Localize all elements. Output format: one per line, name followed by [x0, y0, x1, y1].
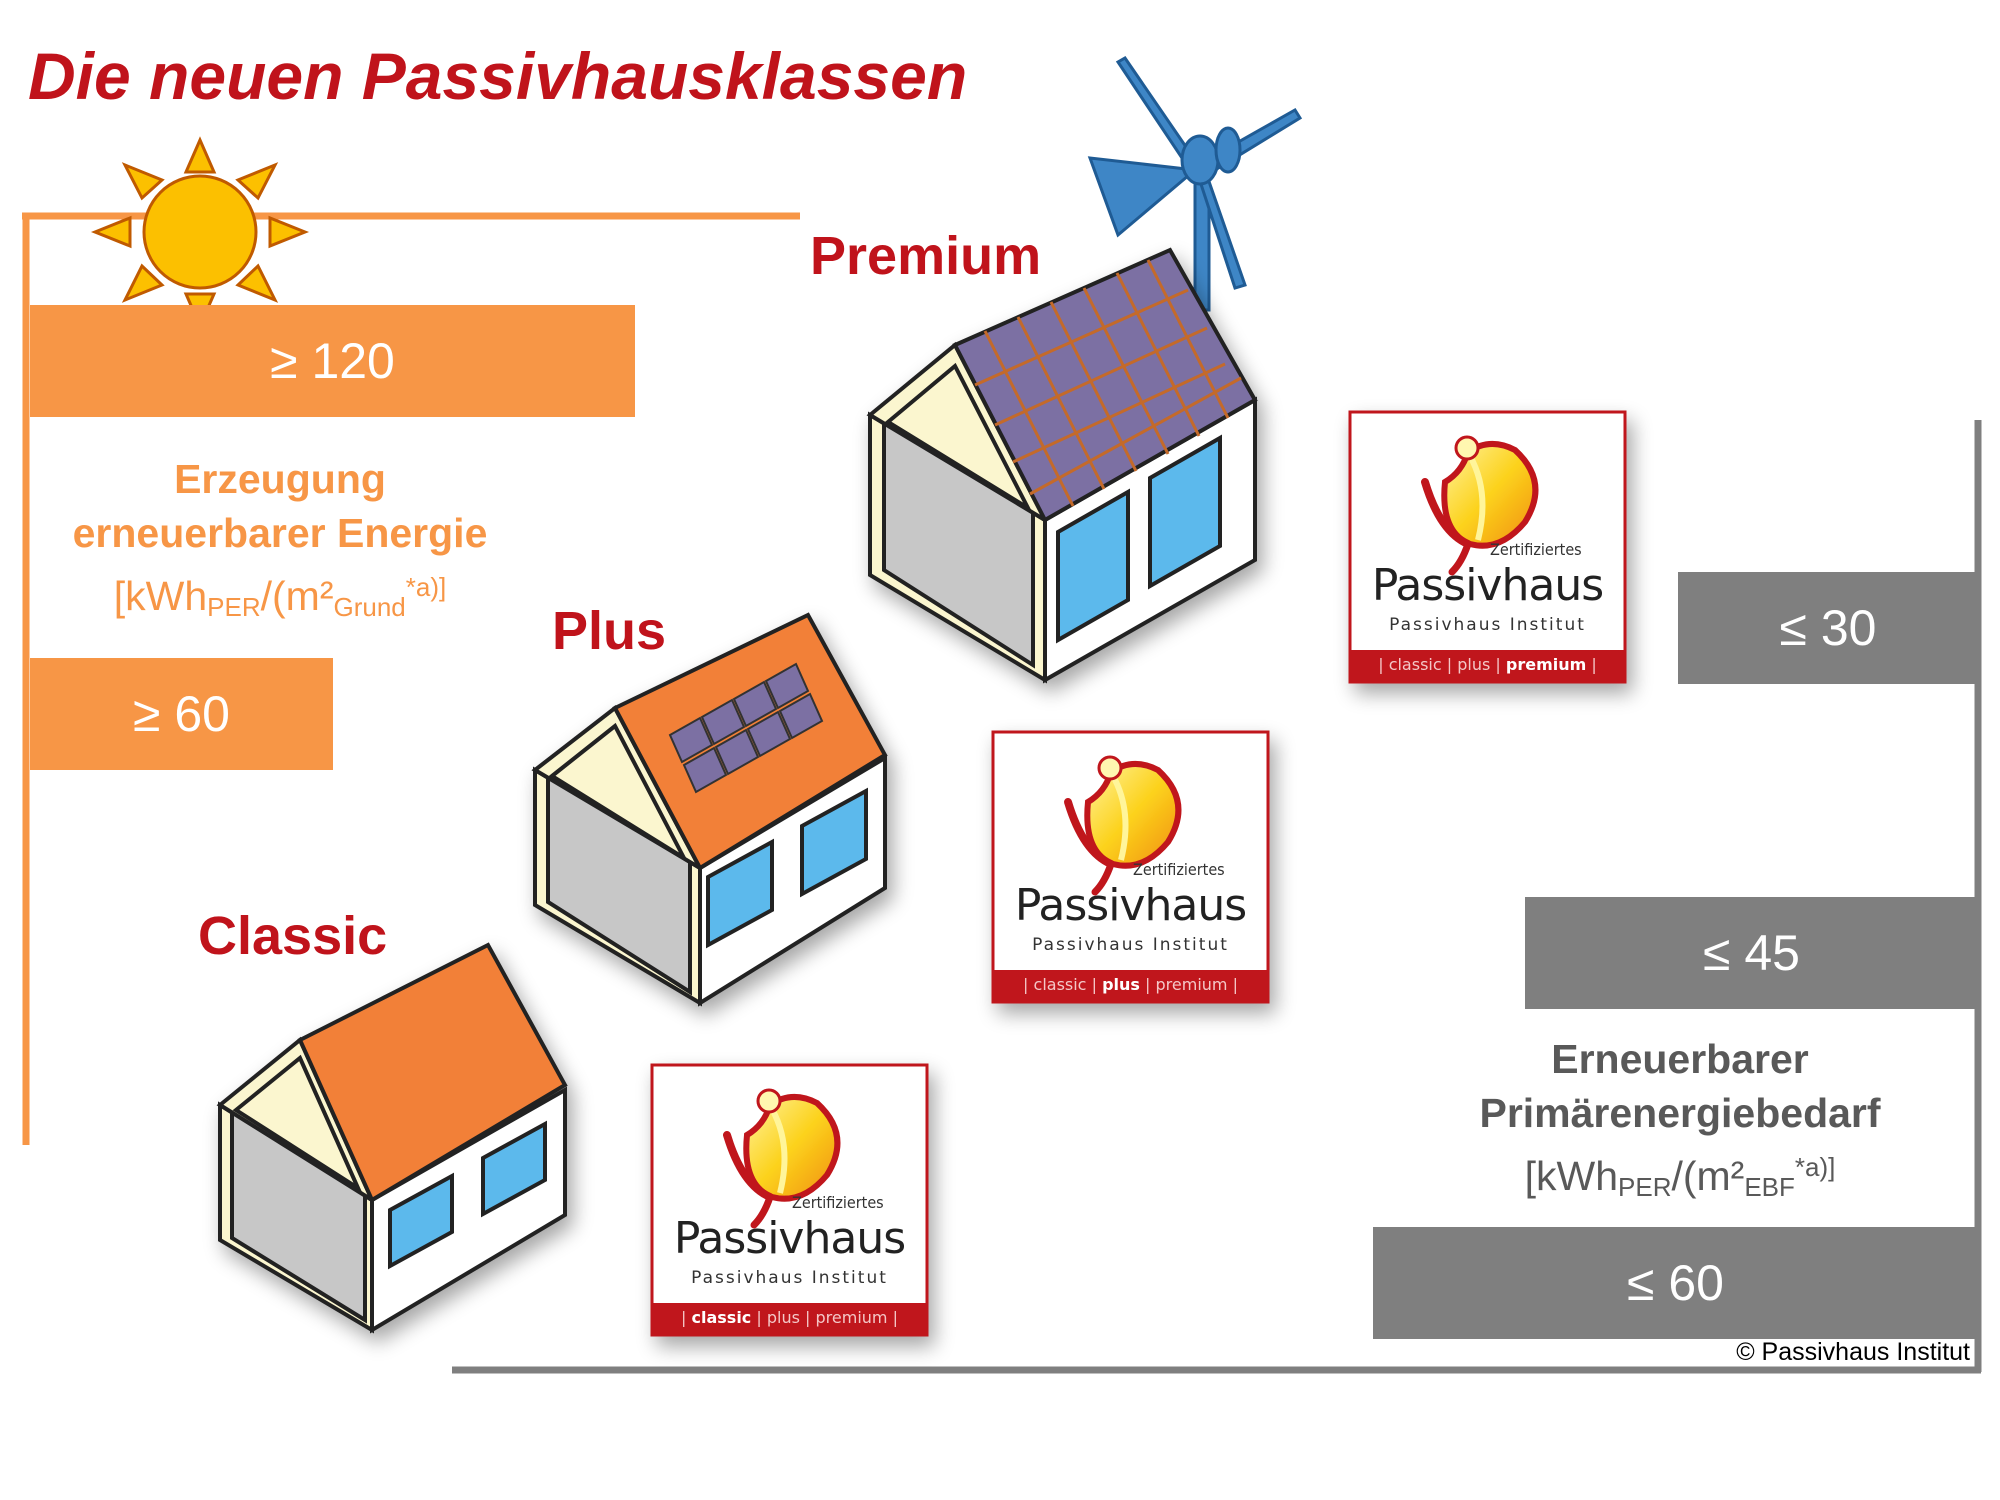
- badge-brand: Passivhaus: [1014, 880, 1247, 931]
- demand-bar-45: ≤ 45: [1525, 897, 1978, 1009]
- badge-institute: Passivhaus Institut: [1389, 615, 1586, 635]
- badge-certified: Zertifiziertes: [1133, 860, 1225, 879]
- generation-caption: Erzeugung erneuerbarer Energie [kWhPER/(…: [30, 452, 530, 634]
- badge-brand: Passivhaus: [1371, 560, 1604, 611]
- house-classic-icon: [216, 942, 568, 1334]
- wind-turbine-icon: [1087, 56, 1303, 312]
- demand-bar-60: ≤ 60: [1373, 1227, 1978, 1339]
- generation-caption-line1: Erzeugung: [174, 456, 386, 502]
- house-plus-icon: [531, 612, 888, 1007]
- demand-caption: Erneuerbarer Primärenergiebedarf [kWhPER…: [1400, 1032, 1960, 1214]
- badge-institute: Passivhaus Institut: [1032, 935, 1229, 955]
- demand-caption-line1: Erneuerbarer: [1551, 1036, 1809, 1082]
- house-premium-icon: [866, 247, 1258, 684]
- generation-bar-120: ≥ 120: [30, 305, 635, 417]
- class-label-plus: Plus: [552, 601, 667, 661]
- class-label-premium: Premium: [810, 226, 1042, 286]
- generation-caption-line2: erneuerbarer Energie: [72, 510, 488, 556]
- badge-plus: [993, 732, 1268, 1002]
- page-title: Die neuen Passivhausklassen: [28, 39, 968, 113]
- generation-value-60: ≥ 60: [133, 686, 230, 742]
- badge-tiers: | classic | plus | premium |: [1023, 975, 1238, 994]
- generation-value-120: ≥ 120: [270, 333, 395, 389]
- badge-certified: Zertifiziertes: [1490, 540, 1582, 559]
- demand-value-45: ≤ 45: [1703, 925, 1800, 981]
- class-label-classic: Classic: [198, 906, 388, 966]
- generation-unit: [kWhPER/(m²Grund*a)]: [113, 572, 447, 622]
- demand-unit: [kWhPER/(m²EBF*a)]: [1524, 1152, 1836, 1202]
- badge-premium: [1350, 412, 1625, 682]
- generation-bar-60: ≥ 60: [30, 658, 333, 770]
- badge-brand: Passivhaus: [673, 1213, 906, 1264]
- badge-certified: Zertifiziertes: [792, 1193, 884, 1212]
- badge-institute: Passivhaus Institut: [691, 1268, 888, 1288]
- demand-caption-line2: Primärenergiebedarf: [1479, 1090, 1881, 1136]
- demand-value-60: ≤ 60: [1627, 1255, 1724, 1311]
- sun-icon: [90, 136, 310, 330]
- badge-tiers: | classic | plus | premium |: [1378, 655, 1597, 674]
- badge-classic: [652, 1065, 927, 1335]
- demand-bar-30: ≤ 30: [1678, 572, 1978, 684]
- copyright-notice: © Passivhaus Institut: [1736, 1338, 1970, 1366]
- badge-tiers: | classic | plus | premium |: [681, 1308, 898, 1327]
- demand-value-30: ≤ 30: [1779, 600, 1877, 656]
